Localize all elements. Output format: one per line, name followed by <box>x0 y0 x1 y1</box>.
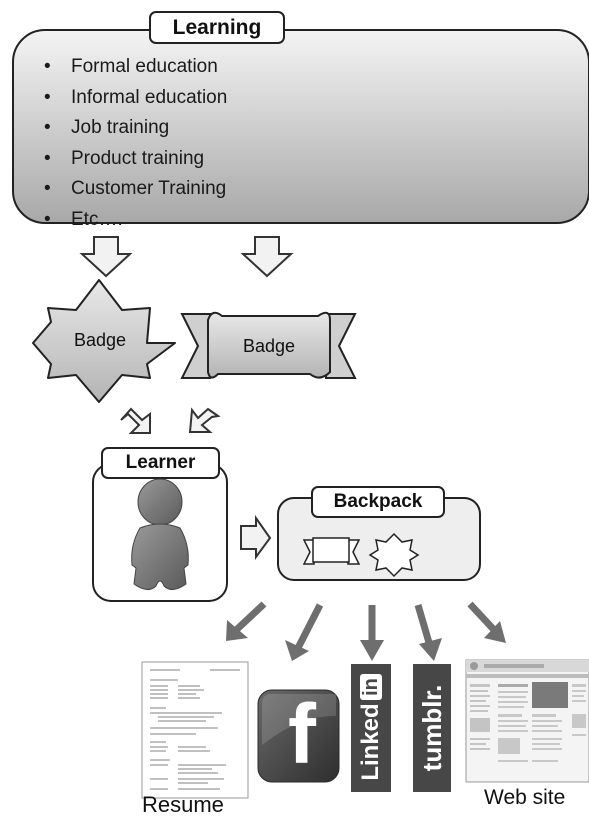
down-arrow-left <box>79 236 133 278</box>
ribbon-badge-shape <box>180 311 357 379</box>
learning-list: Formal education Informal education Job … <box>44 52 227 235</box>
learning-item: Product training <box>44 144 227 175</box>
ribbon-badge-label: Badge <box>242 336 296 356</box>
mini-ribbon-icon <box>302 537 361 565</box>
star-badge-shape <box>32 279 176 403</box>
linkedin-in-box <box>360 674 382 700</box>
learning-title: Learning <box>149 11 285 44</box>
learner-to-backpack-arrow <box>240 514 272 561</box>
linkedin-word: Linked <box>357 703 384 781</box>
person-icon <box>131 478 189 590</box>
resume-thumbnail <box>141 661 249 799</box>
learning-item: Informal education <box>44 83 227 114</box>
arrow-to-linkedin <box>360 605 384 661</box>
website-caption: Web site <box>484 786 566 809</box>
website-thumbnail <box>465 659 589 783</box>
learner-title: Learner <box>101 447 220 479</box>
arrow-to-resume <box>226 601 267 641</box>
learning-item: Customer Training <box>44 174 227 205</box>
backpack-title: Backpack <box>311 486 445 518</box>
mini-star-icon <box>368 532 420 578</box>
down-arrow-right <box>240 236 294 278</box>
badge-to-learner-arrow-right <box>188 407 221 433</box>
tumblr-icon <box>413 664 451 792</box>
arrow-to-tumblr <box>414 604 442 661</box>
star-badge-label: Badge <box>73 330 127 350</box>
resume-caption: Resume <box>142 792 224 817</box>
learning-item: Job training <box>44 113 227 144</box>
learning-item: Formal education <box>44 52 227 83</box>
badge-to-learner-arrow-left <box>120 407 151 434</box>
arrow-to-website <box>467 601 506 643</box>
facebook-letter: f <box>288 687 316 781</box>
arrow-to-facebook <box>285 603 324 661</box>
facebook-icon <box>257 689 340 783</box>
learning-item: Etc…. <box>44 205 227 236</box>
